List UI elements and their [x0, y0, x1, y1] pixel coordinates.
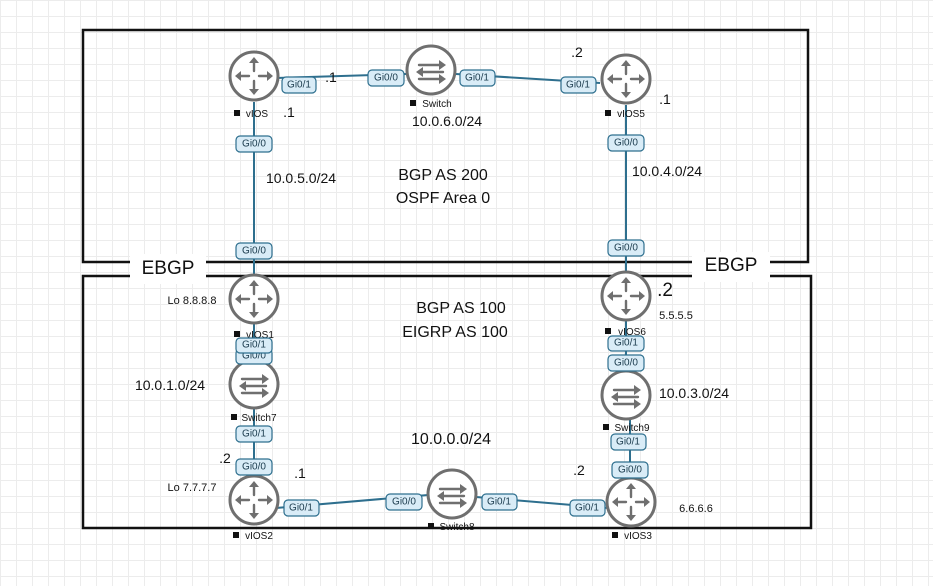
switch-switch8[interactable]: [426, 468, 478, 520]
svg-text:Gi0/1: Gi0/1: [616, 437, 640, 448]
device-marker: [231, 414, 237, 420]
svg-text:Gi0/1: Gi0/1: [575, 503, 599, 514]
switch-switch[interactable]: [405, 44, 457, 96]
svg-text:Gi0/1: Gi0/1: [487, 497, 511, 508]
label-vios2: vIOS2: [245, 531, 273, 542]
device-marker: [603, 424, 609, 430]
svg-text:Gi0/1: Gi0/1: [242, 340, 266, 351]
subnet-label: 10.0.1.0/24: [135, 377, 205, 393]
switch-switch9[interactable]: [600, 369, 652, 421]
vios5-host-octet: .1: [659, 91, 671, 107]
device-marker: [428, 523, 434, 529]
port-vios2-gi01[interactable]: Gi0/1: [283, 499, 320, 517]
router-vios[interactable]: [228, 50, 280, 102]
as200-subtitle: OSPF Area 0: [396, 190, 490, 207]
port-switch-gi01[interactable]: Gi0/1: [459, 69, 496, 87]
port-switch8-gi01[interactable]: Gi0/1: [481, 493, 518, 511]
subnet-label: 10.0.3.0/24: [659, 385, 729, 401]
subnet-label: 10.0.6.0/24: [412, 113, 482, 129]
ebgp-right-gap: [692, 252, 770, 282]
loopback-label: 5.5.5.5: [659, 310, 693, 322]
svg-text:Gi0/0: Gi0/0: [614, 138, 638, 149]
router-vios2[interactable]: [228, 474, 280, 526]
port-vios1-gi00[interactable]: Gi0/0: [235, 242, 273, 260]
svg-text:Gi0/0: Gi0/0: [392, 497, 416, 508]
svg-text:Gi0/0: Gi0/0: [618, 465, 642, 476]
port-vios-gi01[interactable]: Gi0/1: [281, 76, 317, 94]
device-marker: [233, 532, 239, 538]
device-marker: [234, 331, 240, 337]
svg-text:Gi0/0: Gi0/0: [614, 243, 638, 254]
port-vios6-gi01[interactable]: Gi0/1: [607, 335, 645, 352]
ebgp-right-label: EBGP: [705, 255, 758, 276]
label-vios6: vIOS6: [618, 327, 646, 338]
label-vios5: vIOS5: [617, 109, 645, 120]
svg-text:Gi0/1: Gi0/1: [614, 338, 638, 349]
svg-text:Gi0/1: Gi0/1: [242, 429, 266, 440]
port-switch-gi00[interactable]: Gi0/0: [367, 69, 405, 87]
loopback-label: 6.6.6.6: [679, 503, 713, 515]
port-vios6-gi00[interactable]: Gi0/0: [607, 239, 645, 257]
label-vios: vIOS: [246, 109, 269, 120]
svg-text:Gi0/1: Gi0/1: [287, 80, 311, 91]
subnet-label: 10.0.5.0/24: [266, 170, 336, 186]
label-switch7: Switch7: [241, 413, 276, 424]
vios5-host-octet: .2: [571, 44, 583, 60]
loopback-label: Lo 7.7.7.7: [168, 482, 217, 494]
svg-text:Gi0/0: Gi0/0: [242, 462, 266, 473]
label-switch9: Switch9: [614, 423, 649, 434]
ebgp-left-label: EBGP: [142, 258, 195, 279]
port-vios3-gi00[interactable]: Gi0/0: [611, 461, 649, 479]
port-vios3-gi01[interactable]: Gi0/1: [569, 499, 606, 517]
svg-text:Gi0/1: Gi0/1: [465, 73, 489, 84]
ebgp-left-gap: [130, 254, 206, 284]
loopback-label: Lo 8.8.8.8: [168, 295, 217, 307]
port-switch7-gi01[interactable]: Gi0/1: [235, 425, 273, 443]
switch-switch7[interactable]: [228, 358, 280, 410]
label-switch8: Switch8: [439, 522, 474, 533]
vios6-host-octet: .2: [657, 280, 673, 301]
port-vios-gi00[interactable]: Gi0/0: [235, 135, 273, 153]
vios-host-octet: .1: [325, 69, 337, 85]
as200-zone-border: [81, 28, 810, 264]
svg-text:Gi0/0: Gi0/0: [242, 351, 266, 362]
device-marker: [410, 100, 416, 106]
device-marker: [605, 110, 611, 116]
port-switch9-gi00[interactable]: Gi0/0: [607, 354, 645, 372]
subnet-label: 10.0.4.0/24: [632, 163, 702, 179]
vios3-host-octet: .2: [573, 462, 585, 478]
port-vios2-gi00[interactable]: Gi0/0: [235, 458, 273, 476]
svg-text:Gi0/1: Gi0/1: [289, 503, 313, 514]
as100-zone-border: [81, 274, 813, 530]
as100-title: BGP AS 100: [416, 300, 506, 317]
device-marker: [605, 328, 611, 334]
label-vios1: vIOS1: [246, 330, 274, 341]
port-vios5-gi00[interactable]: Gi0/0: [607, 134, 645, 152]
vios2-host-octet: .1: [294, 465, 306, 481]
label-vios3: vIOS3: [624, 531, 652, 542]
svg-text:Gi0/0: Gi0/0: [242, 139, 266, 150]
port-switch9-gi01[interactable]: Gi0/1: [610, 433, 647, 451]
port-vios1-gi01[interactable]: Gi0/1: [235, 337, 273, 354]
router-vios1[interactable]: [228, 273, 280, 325]
as200-title: BGP AS 200: [398, 167, 488, 184]
vios-host-octet: .1: [283, 104, 295, 120]
label-switch: Switch: [422, 99, 451, 110]
subnet-label: 10.0.0.0/24: [411, 431, 491, 448]
as100-subtitle: EIGRP AS 100: [402, 324, 508, 341]
port-vios5-gi01[interactable]: Gi0/1: [560, 76, 597, 94]
port-switch8-gi00[interactable]: Gi0/0: [385, 493, 423, 511]
svg-text:Gi0/0: Gi0/0: [374, 73, 398, 84]
svg-text:Gi0/0: Gi0/0: [242, 246, 266, 257]
device-marker: [234, 110, 240, 116]
svg-text:Gi0/1: Gi0/1: [566, 80, 590, 91]
router-vios5[interactable]: [600, 53, 652, 105]
router-vios6[interactable]: [600, 270, 652, 322]
device-marker: [612, 532, 618, 538]
vios2-host-octet: .2: [219, 450, 231, 466]
router-vios3[interactable]: [605, 476, 657, 528]
svg-text:Gi0/0: Gi0/0: [614, 358, 638, 369]
